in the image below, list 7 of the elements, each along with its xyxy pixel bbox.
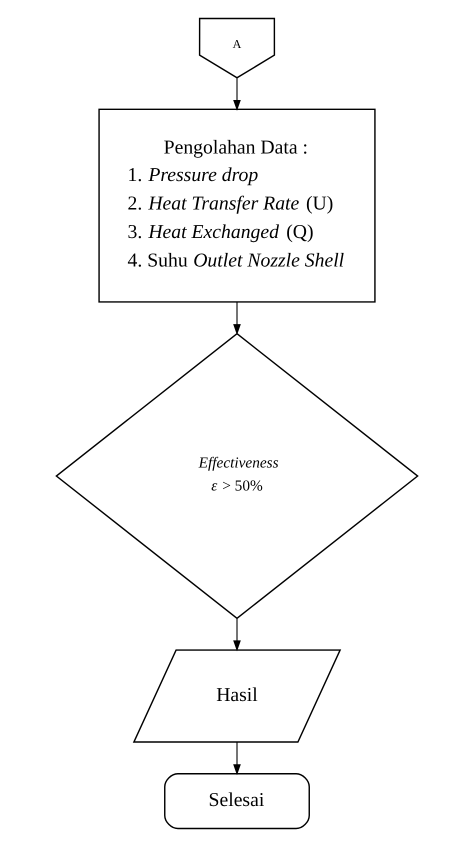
- arrow: [232, 618, 240, 652]
- node-box: Selesai: [164, 773, 310, 830]
- arrow: [232, 742, 240, 776]
- arrow: [232, 78, 240, 111]
- node-box: Pengolahan Data : 1. Pressure drop 2. Heat Transfer Rate (U) 3. Heat Exchanged (Q) 4. Suhu Outlet Nozzle Shell: [98, 108, 376, 303]
- node-diamond: Effectiveness ε > 50%: [54, 332, 418, 620]
- arrow: [232, 302, 240, 336]
